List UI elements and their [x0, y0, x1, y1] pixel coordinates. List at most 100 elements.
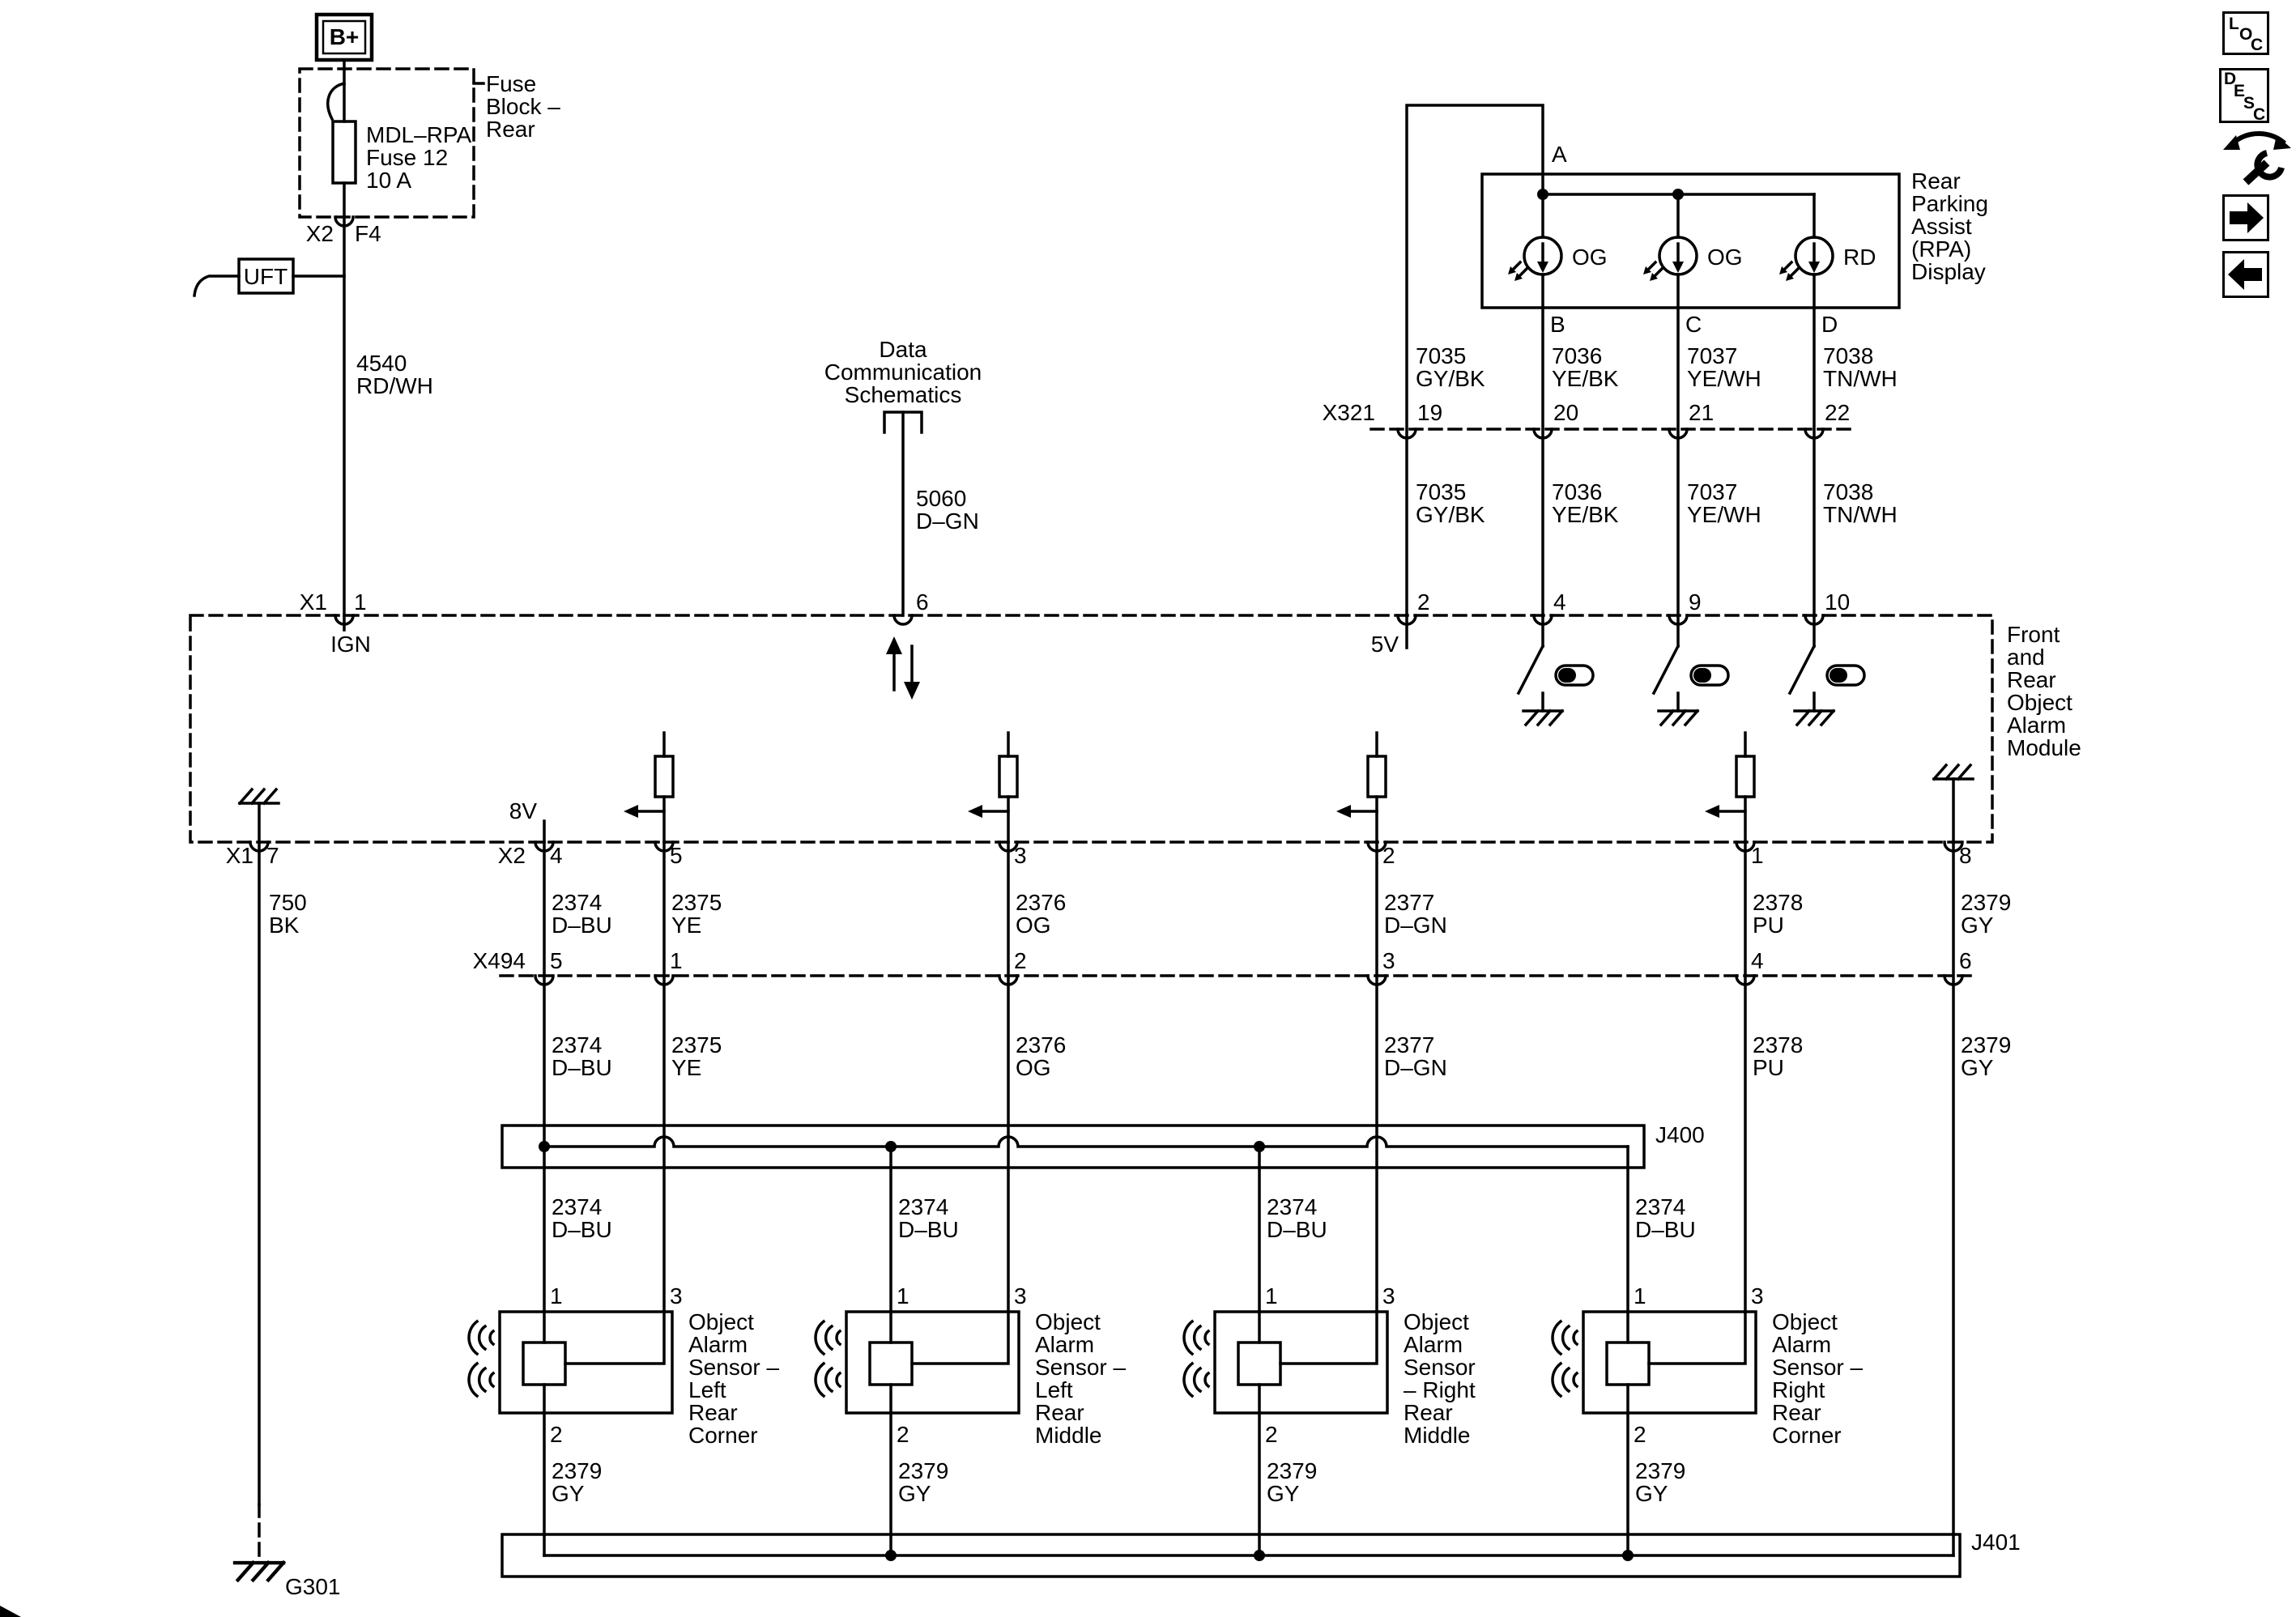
prev-button[interactable]	[2222, 251, 2269, 298]
fuse-block-title-line: Fuse	[486, 71, 536, 96]
fuse-name-line: Fuse 12	[366, 145, 448, 170]
object-alarm-sensor-left-rear-corner: 1 3 Object Alarm Sensor – Left Rear Corn…	[467, 1283, 779, 1557]
connector-name: X1	[226, 843, 253, 868]
desc-icon: D E S C	[2224, 70, 2265, 121]
pin-label: 2	[1417, 589, 1430, 615]
pin-label: 2	[1382, 843, 1395, 868]
sensor-name-line: – Right	[1404, 1377, 1476, 1402]
j400-outline	[501, 1124, 1646, 1169]
sensor-name-line: Alarm	[1772, 1332, 1831, 1357]
pin-label: 3	[1382, 1283, 1395, 1308]
rpa-display: Rear Parking Assist (RPA) Display A OG O…	[1405, 104, 1988, 617]
pin-label: 10	[1825, 589, 1850, 615]
sensor-name-line: Sensor –	[688, 1355, 779, 1380]
sensor-name-line: Rear	[1772, 1400, 1821, 1425]
x321-connector: X321 19 20 21 22	[1323, 400, 1858, 440]
pin-label: 5	[550, 948, 563, 973]
wire-color-label: GY	[1635, 1481, 1668, 1506]
j400-bus	[543, 1135, 1629, 1148]
sensor-outline	[1213, 1310, 1389, 1415]
pin-label: 1	[1265, 1283, 1278, 1308]
wire-color-label: YE	[671, 1055, 701, 1080]
loc-button[interactable]: L O C	[2222, 11, 2269, 55]
wire-color-label: D–GN	[1384, 1055, 1447, 1080]
sensor-name-line: Object	[688, 1309, 754, 1334]
ground-icon	[238, 788, 280, 805]
fuse-block-title-line: Block –	[486, 94, 560, 119]
j401-outline	[501, 1533, 1962, 1578]
connector-name: X2	[306, 221, 334, 246]
desc-button[interactable]: D E S C	[2219, 68, 2269, 123]
wire-circuit-label: 7038	[1823, 479, 1873, 504]
wire-circuit-label: 7036	[1552, 479, 1602, 504]
sensor-name-line: Sensor –	[1035, 1355, 1126, 1380]
data-communication-ref: Data Communication Schematics 5060 D–GN	[824, 337, 982, 617]
object-alarm-sensor-right-rear-corner: 1 3 Object Alarm Sensor – Right Rear Cor…	[1551, 1283, 1863, 1557]
pin-label: 8	[1959, 843, 1972, 868]
wire-color-label: D–BU	[1635, 1217, 1696, 1242]
fuse-block-title-line: Rear	[486, 117, 535, 142]
pin-label: 1	[550, 1283, 563, 1308]
battery-feed: B+	[314, 12, 374, 62]
rpa-display-title-line: Rear	[1911, 168, 1961, 194]
battery-label: B+	[330, 24, 360, 49]
pin-label: 2	[1014, 948, 1027, 973]
wire-color-label: GY	[552, 1481, 585, 1506]
wire-circuit-label: 2379	[1961, 890, 2011, 915]
ground-icon	[235, 1563, 283, 1580]
object-alarm-sensor-right-rear-middle: 1 3 Object Alarm Sensor – Right Rear Mid…	[1182, 1283, 1476, 1557]
fuse-contact-hook	[326, 81, 347, 121]
sensor-name-line: Alarm	[688, 1332, 748, 1357]
loc-letter: L	[2229, 15, 2239, 33]
signal-label: 5V	[1371, 632, 1399, 657]
pin-label: D	[1821, 312, 1838, 337]
pin-label: 1	[897, 1283, 909, 1308]
wire-color-label: GY	[1961, 1055, 1994, 1080]
pin-label: 6	[1959, 948, 1972, 973]
pin-label: 1	[1751, 843, 1764, 868]
pin-label: C	[1685, 312, 1702, 337]
wire-circuit-label: 7035	[1416, 479, 1466, 504]
sound-waves-icon	[814, 1362, 841, 1398]
rpa-display-outline	[1480, 172, 1901, 309]
wire-circuit-label: 2375	[671, 1032, 722, 1057]
rpa-display-title-line: Display	[1911, 259, 1986, 284]
uft-label: UFT	[244, 264, 288, 289]
data-comm-title-line: Schematics	[845, 382, 962, 407]
sound-waves-icon	[814, 1320, 841, 1355]
wire-color-label: YE/BK	[1552, 366, 1619, 391]
pin-label: 3	[1751, 1283, 1764, 1308]
indicator-led-icon	[1506, 236, 1563, 283]
signal-label: 8V	[509, 798, 538, 823]
wire-circuit-label: 2376	[1016, 890, 1066, 915]
fuse-name-line: 10 A	[366, 168, 411, 193]
connector-name: X321	[1323, 400, 1375, 425]
sensor-outline	[1582, 1310, 1757, 1415]
sensor-name-line: Middle	[1035, 1423, 1101, 1448]
pin-label: 2	[1634, 1422, 1646, 1447]
wire-circuit-label: 2374	[552, 890, 602, 915]
wire-circuit-label: 7035	[1416, 343, 1466, 368]
sensor-name-line: Right	[1772, 1377, 1825, 1402]
sensor-name-line: Corner	[1772, 1423, 1842, 1448]
loc-letter: O	[2239, 25, 2252, 44]
pin-label: 3	[1014, 843, 1027, 868]
wire-circuit-label: 7038	[1823, 343, 1873, 368]
indicator-led-icon	[1642, 236, 1698, 283]
wire-circuit-label: 2374	[1267, 1194, 1317, 1219]
wire-color-label: GY	[1267, 1481, 1300, 1506]
sensor-name-line: Object	[1035, 1309, 1101, 1334]
output-switch-icon	[1519, 615, 1593, 725]
rpa-display-title-line: (RPA)	[1911, 236, 1971, 262]
connector-name: X494	[473, 948, 526, 973]
tools-button[interactable]	[2219, 125, 2294, 189]
sound-waves-icon	[1551, 1362, 1578, 1398]
next-button[interactable]	[2222, 194, 2269, 241]
pin-label: 19	[1417, 400, 1442, 425]
pin-label: 5	[670, 843, 683, 868]
module-outline	[189, 614, 1994, 844]
scroll-corner-mark	[0, 1606, 21, 1617]
pin-label: 2	[897, 1422, 909, 1447]
